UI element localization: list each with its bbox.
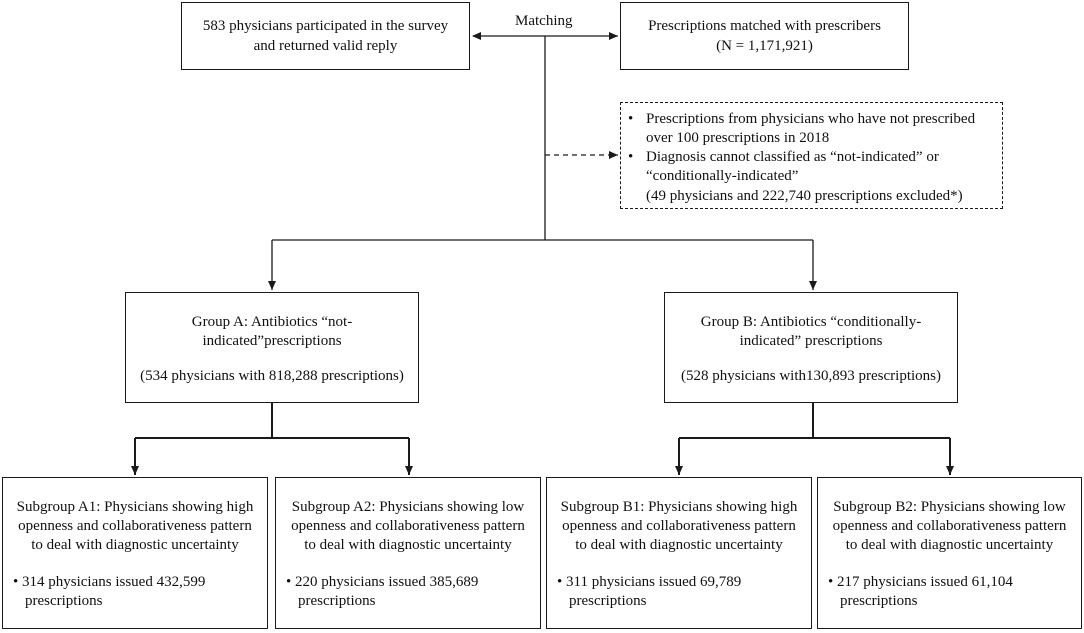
subgroup-b1-stat-1: • 311 physicians issued 69,789	[557, 574, 742, 590]
group-a-box: Group A: Antibiotics “not- indicated”pre…	[125, 292, 419, 403]
matching-label: Matching	[515, 13, 573, 29]
subgroup-a1-stat-1: • 314 physicians issued 432,599	[13, 574, 206, 590]
subgroup-b2-stat-1: • 217 physicians issued 61,104	[828, 574, 1013, 590]
group-a-count: (534 physicians with 818,288 prescriptio…	[140, 368, 404, 384]
survey-participants-box: 583 physicians participated in the surve…	[181, 2, 470, 70]
group-b-count: (528 physicians with130,893 prescription…	[681, 368, 941, 384]
survey-line-2: and returned valid reply	[253, 38, 398, 54]
subgroup-a2-line-2: openness and collaborativeness pattern	[291, 518, 525, 534]
exclusion-bullet-2: •	[628, 149, 634, 165]
subgroup-b2-line-2: openness and collaborativeness pattern	[832, 518, 1067, 534]
group-b-line-1: Group B: Antibiotics “conditionally-	[700, 314, 922, 330]
subgroup-b1-line-2: openness and collaborativeness pattern	[562, 518, 796, 534]
matched-line-2: (N = 1,171,921)	[716, 38, 813, 54]
subgroup-b1-stat-2: prescriptions	[569, 593, 647, 609]
subgroup-b2-line-1: Subgroup B2: Physicians showing low	[833, 499, 1066, 515]
subgroup-b1-line-1: Subgroup B1: Physicians showing high	[560, 499, 798, 515]
subgroup-a2-box: Subgroup A2: Physicians showing low open…	[275, 477, 541, 629]
subgroup-b2-line-3: to deal with diagnostic uncertainty	[845, 537, 1054, 553]
survey-line-1: 583 physicians participated in the surve…	[202, 18, 449, 34]
exclusion-item-2-line-1: Diagnosis cannot classified as “not-indi…	[646, 149, 939, 165]
subgroup-a2-stat-1: • 220 physicians issued 385,689	[286, 574, 479, 590]
subgroup-b2-stat-2: prescriptions	[840, 593, 918, 609]
subgroup-a1-stat-2: prescriptions	[25, 593, 103, 609]
group-a-line-1: Group A: Antibiotics “not-	[191, 314, 353, 330]
subgroup-b2-box: Subgroup B2: Physicians showing low open…	[817, 477, 1082, 629]
exclusion-note: (49 physicians and 222,740 prescriptions…	[646, 188, 963, 204]
subgroup-a1-line-2: openness and collaborativeness pattern	[18, 518, 252, 534]
exclusion-item-1-line-2: over 100 prescriptions in 2018	[646, 130, 830, 146]
exclusion-bullet-1: •	[628, 111, 634, 127]
matched-line-1: Prescriptions matched with prescribers	[648, 18, 881, 34]
subgroup-a1-line-1: Subgroup A1: Physicians showing high	[16, 499, 254, 515]
exclusion-item-2-line-2: “conditionally-indicated”	[646, 168, 799, 184]
matched-prescriptions-box: Prescriptions matched with prescribers (…	[620, 2, 909, 70]
subgroup-b1-box: Subgroup B1: Physicians showing high ope…	[546, 477, 812, 629]
subgroup-a2-stat-2: prescriptions	[298, 593, 376, 609]
group-b-box: Group B: Antibiotics “conditionally- ind…	[664, 292, 958, 403]
group-a-line-2: indicated”prescriptions	[202, 333, 342, 349]
group-b-line-2: indicated” prescriptions	[739, 333, 883, 349]
subgroup-a2-line-1: Subgroup A2: Physicians showing low	[291, 499, 525, 515]
subgroup-a1-line-3: to deal with diagnostic uncertainty	[31, 537, 239, 553]
subgroup-a1-box: Subgroup A1: Physicians showing high ope…	[2, 477, 268, 629]
exclusion-box: • Prescriptions from physicians who have…	[620, 102, 1003, 209]
subgroup-a2-line-3: to deal with diagnostic uncertainty	[304, 537, 512, 553]
exclusion-item-1-line-1: Prescriptions from physicians who have n…	[646, 111, 976, 127]
subgroup-b1-line-3: to deal with diagnostic uncertainty	[575, 537, 783, 553]
